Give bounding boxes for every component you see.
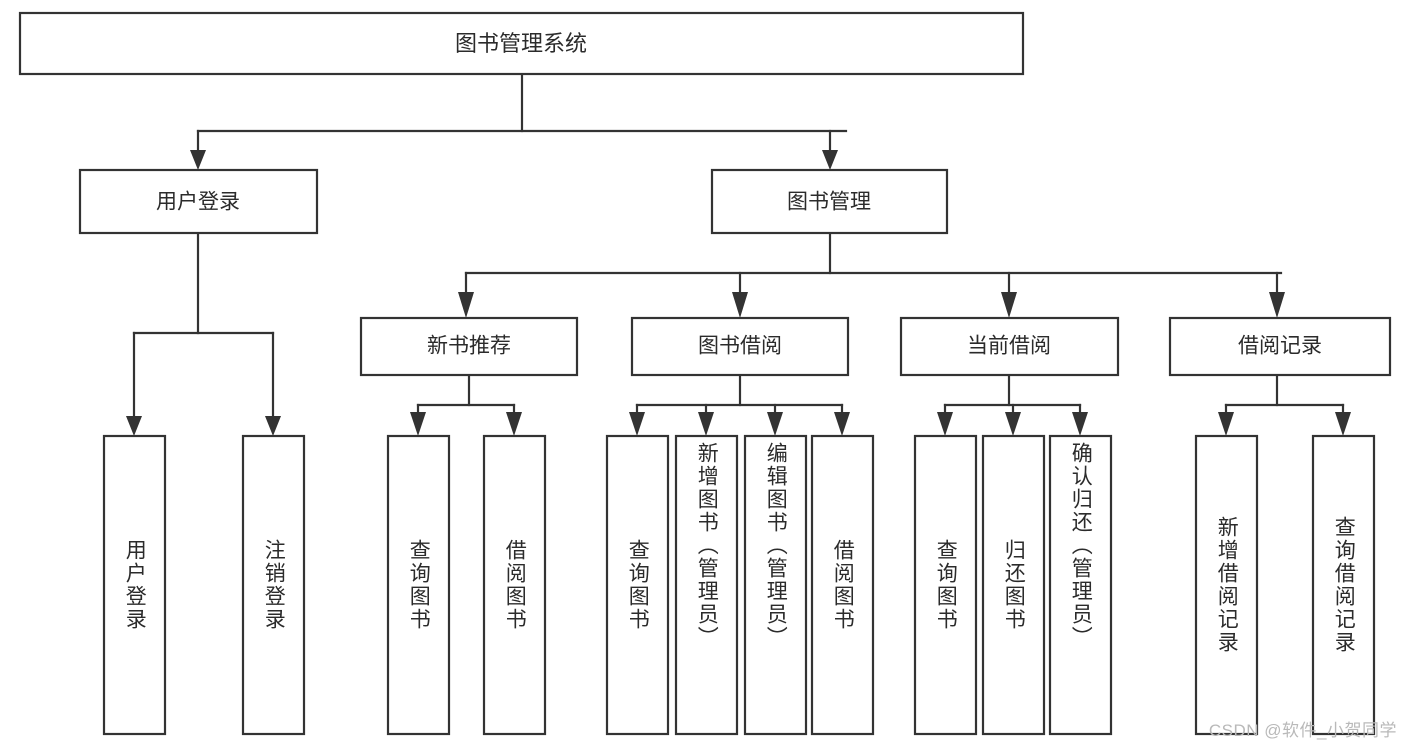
leaf-query-book-2[interactable] [605, 434, 670, 736]
leaf-query-borrow-record[interactable] [1311, 434, 1376, 736]
node-borrow-record-label: 借阅记录 [1238, 335, 1322, 358]
connector-user-login-to-leaves [126, 231, 281, 436]
connector-new-book-to-leaves [410, 373, 522, 436]
leaf-query-book-1[interactable] [386, 434, 451, 736]
node-borrow-record[interactable]: 借阅记录 [1168, 316, 1392, 377]
leaf-borrow-book-1[interactable] [482, 434, 547, 736]
node-new-book-recommend[interactable]: 新书推荐 [359, 316, 579, 377]
leaf-return-book[interactable] [981, 434, 1046, 736]
leaf-confirm-return-admin[interactable] [1048, 434, 1113, 736]
node-current-borrow-label: 当前借阅 [967, 335, 1051, 358]
node-user-login-label: 用户登录 [156, 191, 240, 214]
leaf-logout[interactable] [241, 434, 306, 736]
node-book-manage[interactable]: 图书管理 [710, 168, 949, 235]
leaf-box-group [102, 434, 1376, 736]
leaf-borrow-book-2[interactable] [810, 434, 875, 736]
node-book-borrow[interactable]: 图书借阅 [630, 316, 850, 377]
connector-book-borrow-to-leaves [629, 373, 850, 436]
leaf-query-book-3[interactable] [913, 434, 978, 736]
leaf-edit-book-admin[interactable] [743, 434, 808, 736]
connector-book-manage-to-level3 [458, 231, 1285, 318]
node-root-label: 图书管理系统 [455, 31, 587, 56]
leaf-add-book-admin[interactable] [674, 434, 739, 736]
connector-root-to-level2 [190, 72, 848, 170]
node-root[interactable]: 图书管理系统 [18, 11, 1025, 76]
node-new-book-recommend-label: 新书推荐 [427, 335, 511, 358]
watermark-text: CSDN @软件_小贺同学 [1208, 721, 1397, 740]
leaf-add-borrow-record[interactable] [1194, 434, 1259, 736]
node-book-borrow-label: 图书借阅 [698, 335, 782, 358]
node-book-manage-label: 图书管理 [787, 191, 871, 214]
leaf-user-login[interactable] [102, 434, 167, 736]
connector-current-borrow-to-leaves [937, 373, 1088, 436]
node-current-borrow[interactable]: 当前借阅 [899, 316, 1120, 377]
node-user-login[interactable]: 用户登录 [78, 168, 319, 235]
connector-borrow-record-to-leaves [1218, 373, 1351, 436]
